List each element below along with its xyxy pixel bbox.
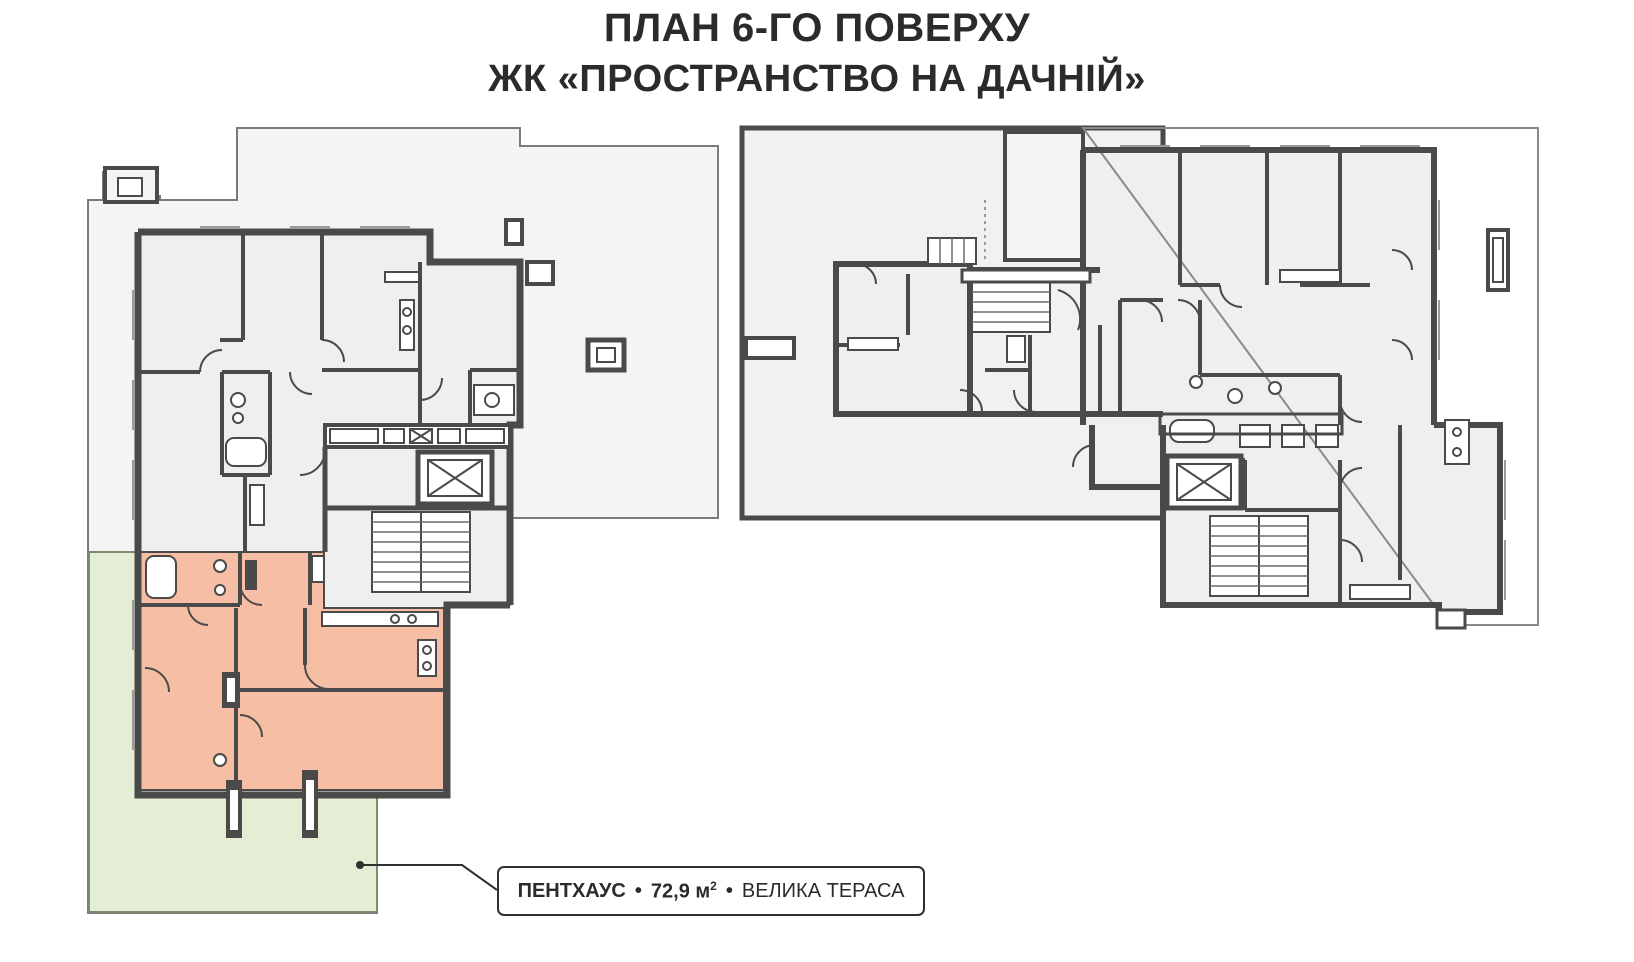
right-roof-vents bbox=[744, 228, 1510, 630]
left-building bbox=[87, 127, 719, 914]
apartment-callout: ПЕНТХАУС • 72,9 м2 • ВЕЛИКА ТЕРАСА bbox=[497, 866, 925, 916]
callout-leader-line bbox=[360, 864, 498, 891]
plan-title: ПЛАН 6-ГО ПОВЕРХУ bbox=[603, 6, 1031, 50]
callout-separator-1: • bbox=[634, 879, 642, 902]
left-roof-vents bbox=[504, 218, 627, 373]
right-elevator bbox=[1164, 453, 1244, 511]
plan-subtitle: ЖК «ПРОСТРАНСТВО НА ДАЧНІЙ» bbox=[488, 58, 1146, 100]
right-stairs bbox=[1209, 515, 1309, 597]
callout-area: 72,9 м2 bbox=[651, 879, 717, 904]
left-elevator bbox=[415, 449, 495, 507]
callout-area-unit-exponent: 2 bbox=[710, 878, 717, 893]
callout-area-value: 72,9 м bbox=[650, 880, 711, 903]
left-utility-strip bbox=[323, 423, 512, 449]
right-central-stairs bbox=[927, 237, 1082, 333]
callout-feature: ВЕЛИКА ТЕРАСА bbox=[741, 879, 905, 902]
right-building bbox=[739, 125, 1539, 630]
callout-separator-2: • bbox=[725, 879, 733, 902]
left-stairs bbox=[371, 511, 471, 593]
callout-unit-type: ПЕНТХАУС bbox=[517, 879, 626, 902]
